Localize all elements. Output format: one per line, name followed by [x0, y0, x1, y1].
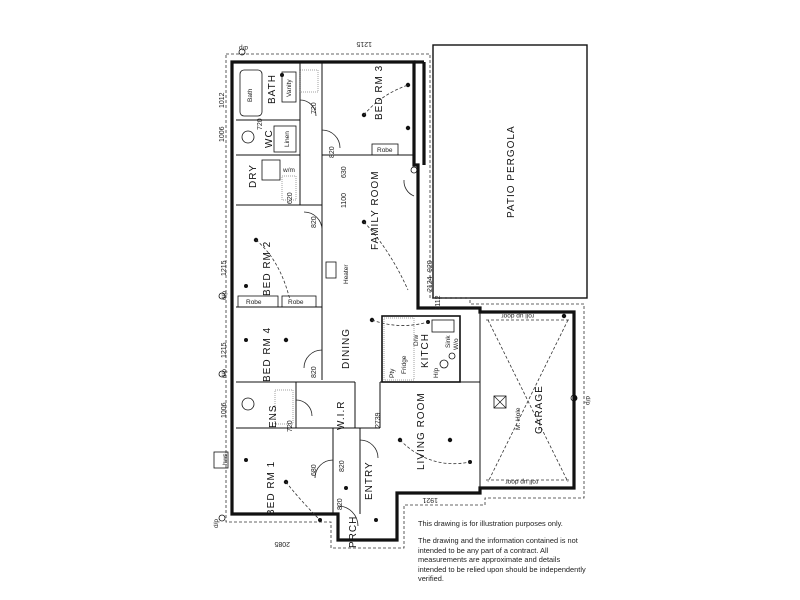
bathtub-label: Bath [247, 88, 254, 102]
wo-label: W/o [453, 338, 460, 350]
roll-door-top-label: roll up door [501, 312, 534, 319]
eave-line [225, 53, 585, 549]
dp-bottom: d/p [213, 519, 220, 528]
pty-label: Pty [389, 368, 396, 378]
robe-bed3-label: Robe [377, 147, 393, 154]
room-bath: BATH [267, 74, 278, 104]
dw-label: D/w [413, 335, 420, 347]
svg-text:2085: 2085 [274, 540, 290, 547]
room-garage: GARAGE [534, 385, 545, 434]
room-bed2: BED RM 2 [262, 241, 273, 296]
svg-text:820: 820 [329, 146, 336, 158]
svg-text:820: 820 [337, 498, 344, 510]
room-ens: ENS [268, 404, 279, 428]
kitchen-sink-icon [431, 319, 455, 333]
manhole-x2 [493, 395, 507, 409]
svg-text:1215: 1215 [356, 40, 372, 47]
svg-text:1012: 1012 [219, 92, 226, 108]
svg-text:720: 720 [257, 118, 264, 130]
fridge-label: Fridge [401, 355, 408, 374]
room-bed3: BED RM 3 [374, 65, 385, 120]
shower-tiles [299, 69, 319, 93]
room-bed1: BED RM 1 [266, 461, 277, 516]
room-patio: PATIO PERGOLA [506, 125, 517, 218]
room-kitchen: KITCH [420, 333, 431, 368]
roll-door-bottom-label: roll up door [505, 478, 538, 485]
svg-text:630: 630 [341, 166, 348, 178]
cooktop-icon-2 [448, 352, 456, 360]
heater-icon [325, 261, 337, 279]
robe-bed2a-label: Robe [246, 299, 262, 306]
hp-label: H/p [433, 368, 440, 379]
dp-top: d/p [239, 44, 248, 51]
robe-bed2b [281, 295, 317, 308]
svg-text:680: 680 [311, 464, 318, 476]
patio-pergola-outline [432, 44, 588, 299]
svg-text:920: 920 [427, 260, 434, 272]
svg-text:820: 820 [311, 366, 318, 378]
robe-bed2a [237, 295, 279, 308]
room-family: FAMILY ROOM [370, 170, 381, 250]
svg-text:1100: 1100 [341, 193, 348, 208]
svg-text:1006: 1006 [221, 402, 228, 418]
linen-label: Linen [284, 131, 291, 147]
laundry-tiles [281, 175, 297, 201]
manhole-icon [493, 395, 507, 409]
kitchen-bench [383, 317, 415, 381]
sink-label: Sink [445, 335, 452, 348]
manhole-label: M. Hole [515, 407, 522, 430]
vanity-label: Vanity [286, 79, 293, 97]
vanity-icon [281, 71, 297, 103]
wiring-dashes [255, 84, 471, 521]
robe-bed2b-label: Robe [288, 299, 304, 306]
svg-text:720: 720 [311, 102, 318, 114]
outer-wall [230, 60, 576, 542]
toilet-icon [241, 130, 255, 144]
wm-label: w/m [282, 167, 295, 174]
dp-left-1: d/p [221, 291, 228, 300]
room-wc: WC [264, 129, 275, 148]
disclaimer: This drawing is for illustration purpose… [418, 519, 588, 591]
svg-text:720: 720 [287, 420, 294, 432]
svg-text:820: 820 [339, 460, 346, 472]
svg-text:620: 620 [287, 192, 294, 204]
disclaimer-line1: This drawing is for illustration purpose… [418, 519, 563, 528]
garage-diagonal-2 [487, 319, 569, 483]
door-swings [295, 99, 415, 527]
svg-text:820: 820 [311, 216, 318, 228]
room-entry: ENTRY [364, 461, 375, 500]
svg-text:2739: 2739 [375, 412, 382, 428]
svg-text:1921: 1921 [422, 496, 438, 503]
room-bed4: BED RM 4 [262, 327, 273, 382]
room-living: LIVING ROOM [416, 392, 427, 470]
dimension-labels: 1215 1012 1006 1215 1215 1006 2085 720 7… [219, 40, 442, 547]
svg-text:2124: 2124 [427, 276, 434, 292]
svg-text:1215: 1215 [221, 342, 228, 358]
linen-cupboard [273, 125, 297, 153]
hws-box [213, 451, 229, 469]
robe-bed3 [371, 143, 399, 156]
disclaimer-line2: The drawing and the information containe… [418, 536, 586, 584]
bathtub-icon [239, 69, 263, 117]
trough-icon [261, 159, 281, 181]
cooktop-icon [439, 359, 449, 369]
room-dining: DINING [341, 328, 352, 369]
ensuite-shower [274, 389, 294, 425]
room-wir: W.I.R [336, 401, 347, 430]
ensuite-toilet-icon [241, 397, 255, 411]
svg-text:1215: 1215 [221, 260, 228, 276]
dp-left-2: d/p [221, 369, 228, 378]
hws-label: hws [222, 453, 229, 465]
room-dry: DRY [248, 164, 259, 188]
svg-text:1006: 1006 [219, 126, 226, 142]
svg-text:1112: 1112 [435, 295, 442, 310]
heater-label: Heater [343, 264, 350, 284]
dp-right: d/p [584, 396, 591, 405]
room-porch: PRCH [348, 516, 359, 548]
downpipe-markers [218, 48, 578, 522]
